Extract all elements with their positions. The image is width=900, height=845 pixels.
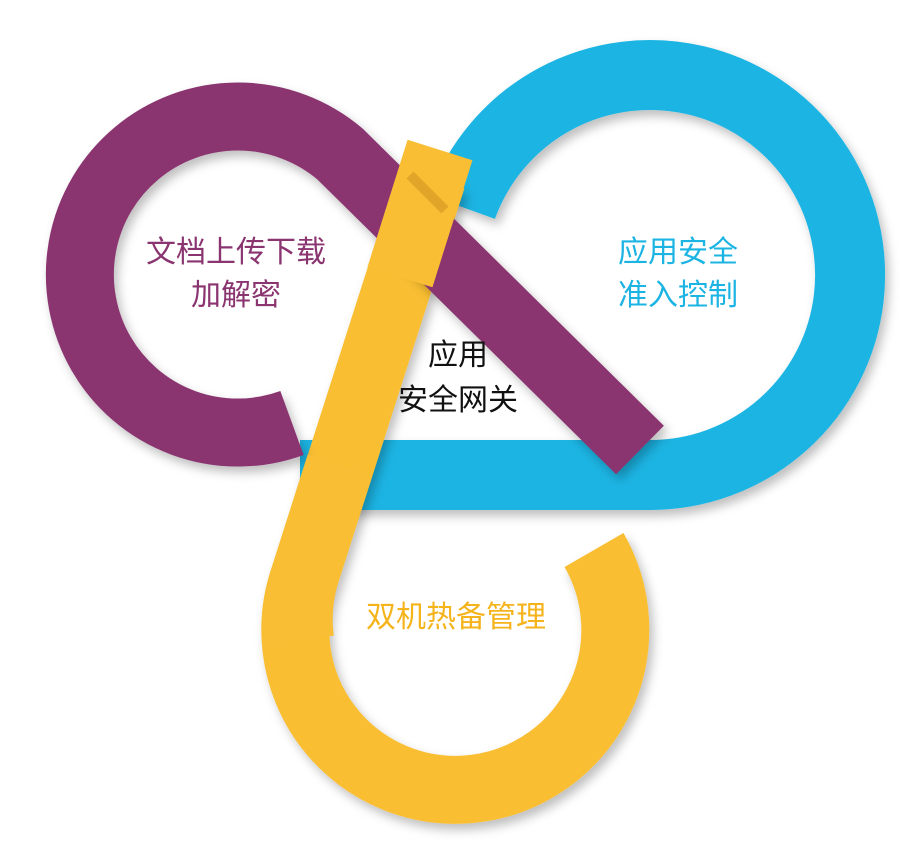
- yellow-label: 双机热备管理: [366, 600, 546, 635]
- yellow-loop: [261, 167, 650, 824]
- center-label-line2: 安全网关: [398, 383, 518, 418]
- purple-loop: [45, 82, 664, 475]
- yellow-loop-overlap: [264, 454, 373, 645]
- purple-label-line2: 加解密: [191, 278, 281, 313]
- purple-label-line1: 文档上传下载: [146, 235, 326, 270]
- blue-loop: [300, 40, 886, 510]
- center-label-line1: 应用: [428, 338, 488, 373]
- fold-shadow: [406, 171, 449, 214]
- blue-label-line1: 应用安全: [618, 235, 738, 270]
- yellow-loop-top-overlap: [367, 139, 473, 288]
- blue-label-line2: 准入控制: [618, 278, 738, 313]
